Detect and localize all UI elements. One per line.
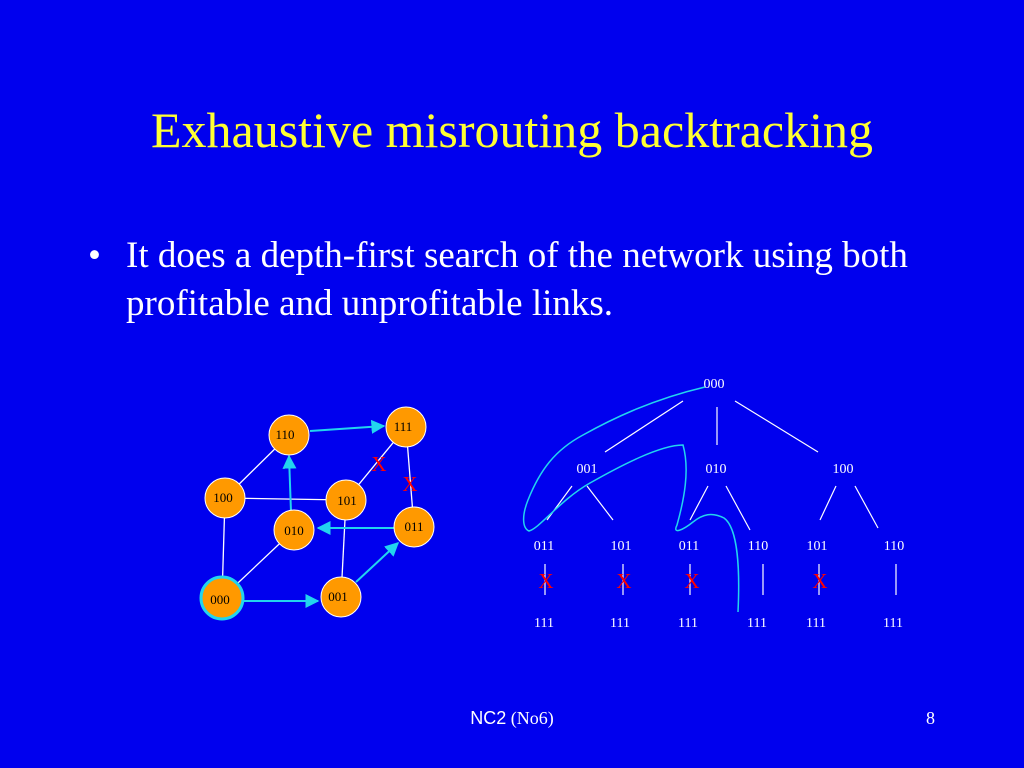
edge-root-001 bbox=[604, 400, 684, 453]
node-100-label: 100 bbox=[213, 490, 233, 505]
tree-edges bbox=[544, 400, 897, 595]
cube-path bbox=[240, 419, 400, 608]
node-010: 010 bbox=[273, 509, 315, 551]
tree-l2-label-110-a: 110 bbox=[748, 539, 768, 554]
bullet-list: • It does a depth-first search of the ne… bbox=[88, 232, 968, 328]
tree-blocked-mark-4: X bbox=[812, 569, 827, 593]
tree-root-label: 000 bbox=[704, 377, 725, 392]
footer-course: NC2 bbox=[470, 708, 507, 728]
bullet-text: It does a depth-first search of the netw… bbox=[126, 235, 908, 324]
tree-l2-label-011-a: 011 bbox=[534, 539, 554, 554]
node-011-label: 011 bbox=[404, 519, 423, 534]
bullet-marker: • bbox=[88, 235, 101, 276]
tree-l2-label-011-b: 011 bbox=[679, 539, 699, 554]
tree-blocked-mark-2: X bbox=[616, 569, 631, 593]
tree-l1-label-001: 001 bbox=[577, 462, 598, 477]
tree-labels: 000 001 010 100 011 101 011 110 101 110 … bbox=[534, 377, 904, 631]
tree-blocked-mark-1: X bbox=[538, 569, 553, 593]
tree-l1-label-010: 010 bbox=[706, 462, 727, 477]
hypercube-diagram: 110 111 100 101 010 011 bbox=[199, 406, 435, 621]
node-001: 001 bbox=[320, 576, 362, 618]
tree-l3-label-5: 111 bbox=[806, 616, 826, 631]
footer-session: (No6) bbox=[510, 708, 554, 728]
tree-l1-label-100: 100 bbox=[833, 462, 854, 477]
node-110: 110 bbox=[268, 414, 310, 456]
edge-100-110 bbox=[854, 485, 879, 529]
tree-l3-label-4: 111 bbox=[747, 616, 767, 631]
node-000-label: 000 bbox=[210, 592, 230, 607]
search-trace-path bbox=[522, 386, 740, 613]
search-tree-diagram: 000 001 010 100 011 101 011 110 101 110 … bbox=[522, 377, 904, 631]
cube-blocked-marks: X X bbox=[371, 452, 417, 496]
node-100: 100 bbox=[204, 477, 246, 519]
footer-label: NC2 (No6) bbox=[0, 708, 1024, 729]
tree-l3-label-1: 111 bbox=[534, 616, 554, 631]
blocked-mark-111-011: X bbox=[402, 472, 417, 496]
slide-title: Exhaustive misrouting backtracking bbox=[150, 102, 874, 158]
node-101-label: 101 bbox=[337, 493, 357, 508]
blocked-mark-111-101: X bbox=[371, 452, 386, 476]
node-111-label: 111 bbox=[394, 419, 413, 434]
node-001-label: 001 bbox=[328, 589, 348, 604]
node-111: 111 bbox=[385, 406, 427, 448]
tree-l3-label-6: 111 bbox=[883, 616, 903, 631]
node-110-label: 110 bbox=[275, 427, 294, 442]
edge-root-100 bbox=[734, 400, 819, 453]
tree-l2-label-110-b: 110 bbox=[884, 539, 904, 554]
edge-001-011 bbox=[546, 485, 573, 521]
tree-l2-label-101-a: 101 bbox=[611, 539, 632, 554]
page-number: 8 bbox=[926, 708, 935, 728]
tree-blocked-mark-3: X bbox=[684, 569, 699, 593]
node-011: 011 bbox=[393, 506, 435, 548]
edge-001-101 bbox=[586, 485, 614, 521]
tree-l3-label-3: 111 bbox=[678, 616, 698, 631]
path-arrow-001-011 bbox=[355, 542, 400, 583]
edge-100-101 bbox=[819, 485, 837, 521]
node-101: 101 bbox=[325, 479, 367, 521]
tree-blocked-marks: X X X X bbox=[538, 569, 827, 593]
node-010-label: 010 bbox=[284, 523, 304, 538]
edge-010-110 bbox=[725, 485, 751, 531]
tree-l3-label-2: 111 bbox=[610, 616, 630, 631]
tree-l2-label-101-b: 101 bbox=[807, 539, 828, 554]
cube-nodes: 110 111 100 101 010 011 bbox=[199, 406, 435, 621]
path-arrow-010-110 bbox=[282, 454, 297, 513]
bullet-item: • It does a depth-first search of the ne… bbox=[88, 232, 968, 328]
path-arrow-110-111 bbox=[309, 419, 386, 434]
edge-010-011 bbox=[689, 485, 709, 521]
node-000: 000 bbox=[199, 575, 245, 621]
